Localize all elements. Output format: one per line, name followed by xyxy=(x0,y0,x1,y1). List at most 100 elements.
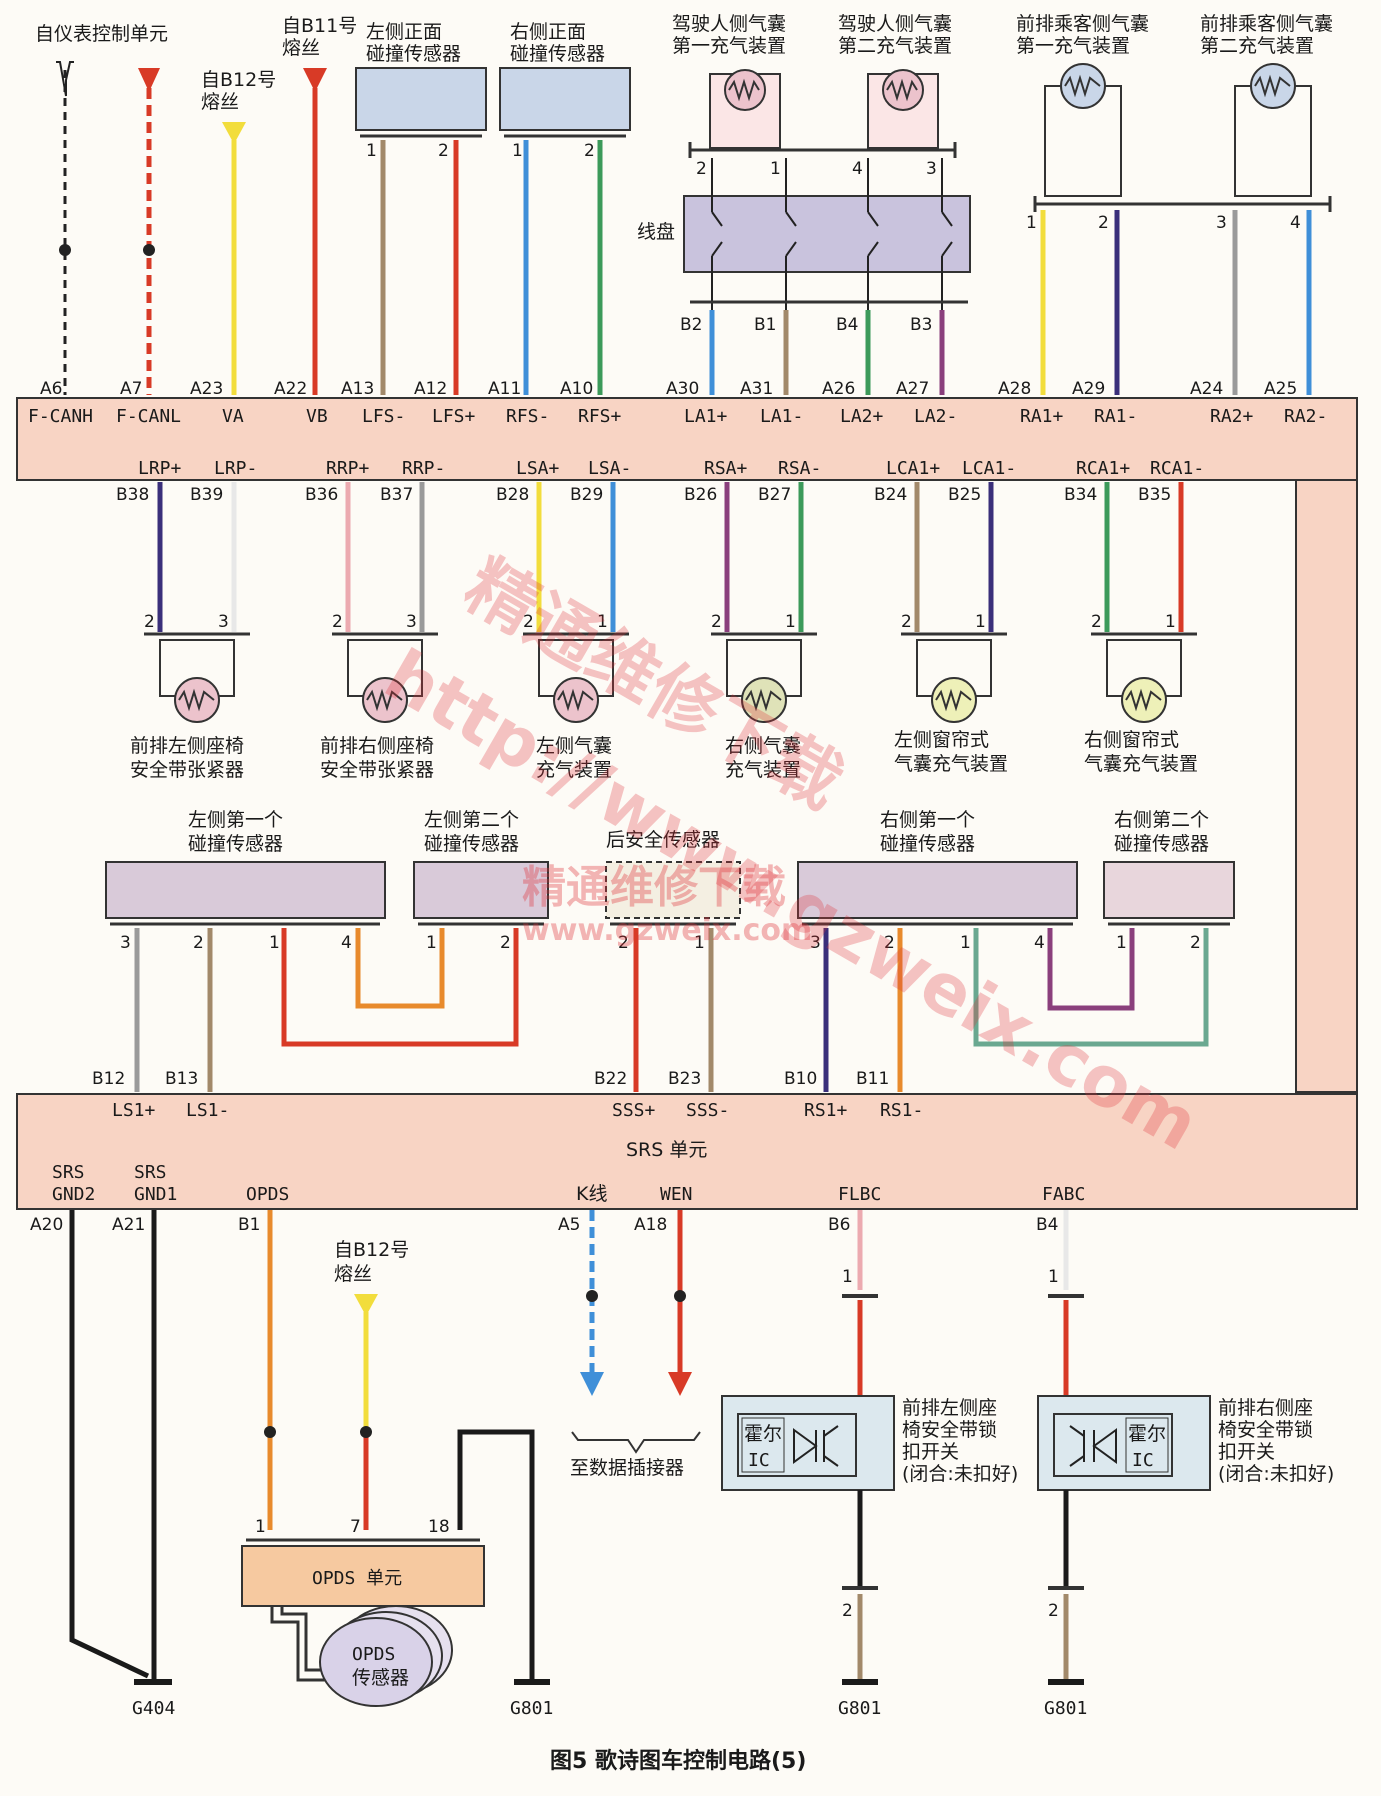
pin-label: B37 xyxy=(380,485,413,505)
signal-label: RFS- xyxy=(506,406,549,427)
splice-dot xyxy=(264,1426,276,1438)
pin-label: B29 xyxy=(570,485,603,505)
pin-label: B6 xyxy=(828,1215,850,1235)
pin-label: 1 xyxy=(785,612,796,632)
top-pin-row: A6 A7 A23 A22 A13 A12 A11 A10 A30 A31 A2… xyxy=(40,379,1297,399)
ground-label: G801 xyxy=(510,1698,553,1719)
pin-label: B13 xyxy=(165,1069,198,1089)
label-lsa-b: 充气装置 xyxy=(536,759,612,781)
label-lrp-a: 前排左侧座椅 xyxy=(130,735,244,757)
pin-label: 2 xyxy=(523,612,534,632)
hall-label: 霍尔 xyxy=(1128,1423,1166,1445)
pin-label: A10 xyxy=(560,379,593,399)
pin-label: 2 xyxy=(842,1601,853,1621)
pin-label: B4 xyxy=(1036,1215,1058,1235)
pin-label: A18 xyxy=(634,1215,667,1235)
lfs-sensor-box xyxy=(355,67,487,131)
pin-label: A25 xyxy=(1264,379,1297,399)
signal-label: LS1- xyxy=(186,1100,229,1121)
signal-label: WEN xyxy=(660,1184,693,1205)
pin-label: 2 xyxy=(438,141,449,161)
pin-label: A23 xyxy=(190,379,223,399)
label-from-b12-a: 自B12号 xyxy=(201,69,276,91)
resistor-zigzag-icon xyxy=(1254,74,1291,98)
pin-label: B1 xyxy=(238,1215,260,1235)
srs-unit-box xyxy=(16,1093,1358,1210)
signal-label: RA2- xyxy=(1284,406,1327,427)
pin-label: A7 xyxy=(120,379,142,399)
pin-label: A29 xyxy=(1072,379,1105,399)
ground-label: G801 xyxy=(838,1698,881,1719)
label-lrp-b: 安全带张紧器 xyxy=(130,759,244,781)
label-clockspring: 线盘 xyxy=(637,221,675,243)
label-lsa-a: 左侧气囊 xyxy=(536,735,612,757)
right-buckle-switch-box xyxy=(1037,1395,1211,1491)
pin-label: 3 xyxy=(1216,213,1227,233)
splice-dot xyxy=(360,1426,372,1438)
pin-label: B39 xyxy=(190,485,223,505)
hall-label: 霍尔 xyxy=(744,1423,782,1445)
label-lca-a: 左侧窗帘式 xyxy=(894,729,989,751)
opds-unit-name: OPDS 单元 xyxy=(312,1568,402,1589)
signal-label: GND2 xyxy=(52,1184,95,1205)
pin-label: A13 xyxy=(341,379,374,399)
transistor-diode-icon xyxy=(1092,1428,1117,1464)
pin-label: 2 xyxy=(1048,1601,1059,1621)
pin-label: A27 xyxy=(896,379,929,399)
ground-label: G801 xyxy=(1044,1698,1087,1719)
pin-label: B38 xyxy=(116,485,149,505)
label-ls2-a: 左侧第二个 xyxy=(424,809,519,831)
top-signal-row: F-CANH F-CANL VA VB LFS- LFS+ RFS- RFS+ … xyxy=(28,406,1327,427)
pin-label: A31 xyxy=(740,379,773,399)
label-ls2-b: 碰撞传感器 xyxy=(424,833,519,855)
hall-sensor-frame xyxy=(1053,1413,1173,1477)
srs-lower-pin-row: A20 A21 B1 A5 A18 B6 B4 xyxy=(30,1215,1058,1235)
pin-label: 2 xyxy=(901,612,912,632)
label-pas1-a: 前排乘客侧气囊 xyxy=(1016,13,1149,35)
pin-label: A30 xyxy=(666,379,699,399)
pin-label: 2 xyxy=(1190,933,1201,953)
label-from-b11-b: 熔丝 xyxy=(282,37,320,59)
squib-rrp: 2 3 前排右侧座椅 安全带张紧器 xyxy=(320,612,438,781)
signal-label: LRP- xyxy=(214,458,257,479)
pin-label: 3 xyxy=(218,612,229,632)
pin-label: 2 xyxy=(500,933,511,953)
signal-label: LA2+ xyxy=(840,406,884,427)
pin-label: 1 xyxy=(842,1267,853,1287)
pin-label: B26 xyxy=(684,485,717,505)
pin-label: 1 xyxy=(512,141,523,161)
signal-label: LCA1+ xyxy=(886,458,940,479)
pin-label: A5 xyxy=(558,1215,580,1235)
srs-unit-name: SRS 单元 xyxy=(626,1139,707,1161)
pin-label: 1 xyxy=(694,933,705,953)
pin-label: 2 xyxy=(144,612,155,632)
pin-label: A20 xyxy=(30,1215,63,1235)
arrow-canl-icon xyxy=(138,68,160,92)
pin-label: 3 xyxy=(120,933,131,953)
right-buckle-label-b: 椅安全带锁 xyxy=(1218,1419,1313,1441)
pin-label: 1 xyxy=(255,1517,266,1537)
pin-label: 2 xyxy=(618,933,629,953)
signal-label: LFS- xyxy=(362,406,405,427)
ic-label: IC xyxy=(748,1450,770,1471)
watermark-text-4: www.gzweix.com xyxy=(522,913,812,948)
pin-label: 4 xyxy=(341,933,352,953)
label-rear-sensor: 后安全传感器 xyxy=(606,829,720,851)
signal-label: FLBC xyxy=(838,1184,881,1205)
pin-label: 1 xyxy=(1165,612,1176,632)
label-rs2-b: 碰撞传感器 xyxy=(1114,833,1209,855)
pin-label: 7 xyxy=(350,1517,361,1537)
pin-label: 2 xyxy=(884,933,895,953)
pin-label: A12 xyxy=(414,379,447,399)
label-ls1-b: 碰撞传感器 xyxy=(188,833,283,855)
signal-label: LRP+ xyxy=(138,458,182,479)
pin-label: 2 xyxy=(193,933,204,953)
signal-label: SRS xyxy=(134,1162,167,1183)
resistor-zigzag-icon xyxy=(366,688,403,712)
resistor-zigzag-icon xyxy=(1125,688,1162,712)
brace-icon xyxy=(571,1431,701,1454)
signal-label: RSA+ xyxy=(704,458,748,479)
label-rfs-a: 右侧正面 xyxy=(510,21,586,43)
signal-label: RSA- xyxy=(778,458,821,479)
mid-signal-row: LRP+ LRP- RRP+ RRP- LSA+ LSA- RSA+ RSA- … xyxy=(138,458,1204,479)
